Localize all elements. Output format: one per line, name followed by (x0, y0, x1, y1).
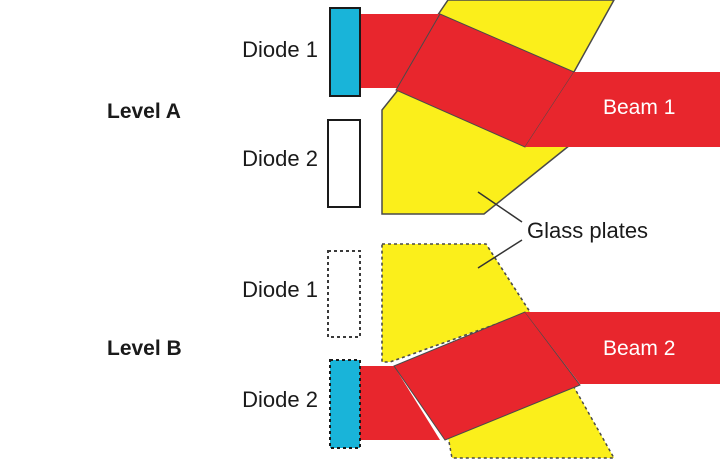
level-a-group (327, 0, 720, 215)
callout-glass-plates: Glass plates (527, 218, 648, 243)
beam-1-label: Beam 1 (603, 96, 675, 119)
glass-plate-b-lower (444, 379, 616, 459)
beam-a-incident (358, 14, 440, 88)
callout-leader-a (477, 191, 523, 223)
diode-b-1-label: Diode 1 (242, 277, 318, 302)
beam-b-refracted (393, 311, 581, 441)
diode-b-1-inactive (327, 250, 361, 338)
callout-leader-b (477, 239, 523, 269)
beam-2-label: Beam 2 (603, 337, 675, 360)
level-a-label: Level A (107, 100, 181, 123)
glass-plate-b-upper (381, 243, 532, 363)
level-b-group (327, 243, 720, 459)
beam-b-incident (358, 366, 440, 440)
level-b-label: Level B (107, 337, 182, 360)
beam-1 (525, 72, 720, 147)
beam-2 (525, 312, 720, 384)
diode-a-2-label: Diode 2 (242, 146, 318, 171)
diode-a-2-inactive (327, 119, 361, 208)
diode-a-1-active (329, 7, 361, 97)
diode-b-2-label: Diode 2 (242, 387, 318, 412)
diode-a-1-label: Diode 1 (242, 37, 318, 62)
diode-b-2-active (329, 359, 361, 449)
